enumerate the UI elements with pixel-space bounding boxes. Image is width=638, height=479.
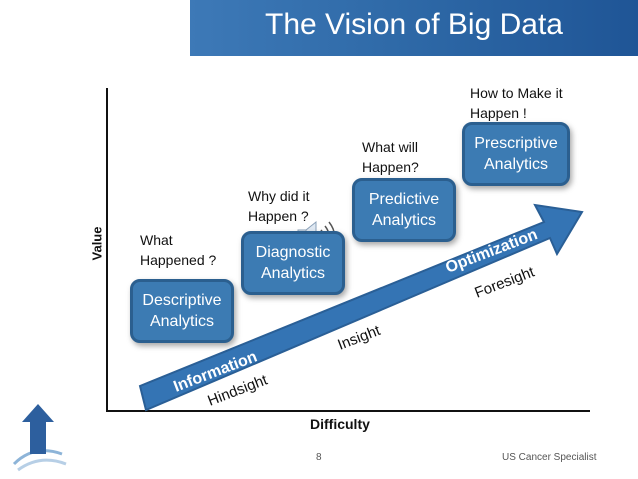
- x-axis-label: Difficulty: [310, 416, 370, 432]
- footer-text: US Cancer Specialist: [502, 452, 597, 463]
- question-predictive: What will Happen?: [362, 139, 419, 175]
- stage-descriptive-analytics: Descriptive Analytics: [130, 279, 234, 343]
- question-descriptive: What Happened ?: [140, 232, 217, 268]
- house-arrow-logo: [12, 404, 67, 472]
- page-number: 8: [316, 452, 322, 463]
- stage-diagnostic-analytics: Diagnostic Analytics: [241, 231, 345, 295]
- slide-title: The Vision of Big Data: [265, 8, 563, 41]
- foresight-label: Foresight: [472, 263, 537, 302]
- stage-predictive-analytics: Predictive Analytics: [352, 178, 456, 242]
- question-diagnostic: Why did it Happen ?: [248, 188, 310, 224]
- y-axis-label: Value: [89, 226, 105, 261]
- progress-arrow: [138, 203, 584, 412]
- stage-prescriptive-analytics: Prescriptive Analytics: [462, 122, 570, 186]
- question-prescriptive: How to Make it Happen !: [470, 85, 563, 121]
- title-bar: The Vision of Big Data: [190, 0, 638, 56]
